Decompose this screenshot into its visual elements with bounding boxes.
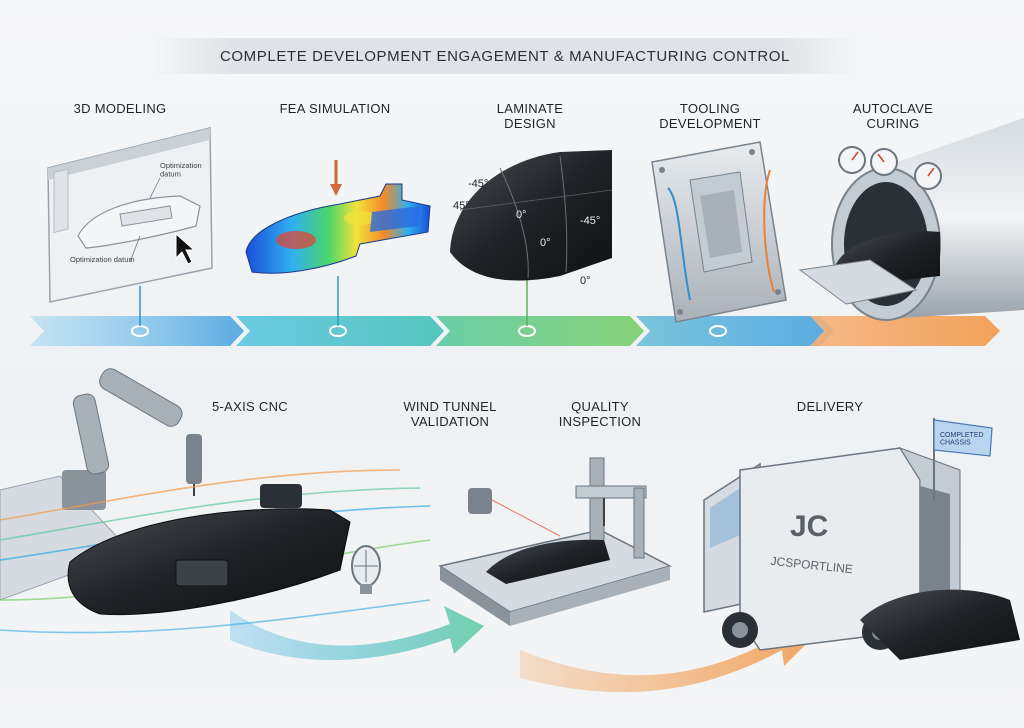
title-banner: COMPLETE DEVELOPMENT ENGAGEMENT & MANUFA… [150,38,860,74]
annotation-optimization-top: Optimization datum [160,161,204,178]
cmm-inspection-machine [438,457,673,626]
step-label-laminate-design: LAMINATE DESIGN [496,101,564,131]
step-label-delivery: DELIVERY [796,399,864,414]
autoclave [798,118,1024,321]
step-label-wind-tunnel: WIND TUNNEL VALIDATION [403,399,497,429]
ply-angle-label: 0° [516,209,527,221]
carbon-nose-cone [450,150,613,281]
annotation-optimization-bottom: Optimization datum [70,255,135,264]
cad-window [47,127,213,303]
step-label-quality-inspection: QUALITY INSPECTION [558,399,642,429]
completed-flag [933,418,993,500]
ply-angle-label: 0° [540,237,551,249]
flag-text: COMPLETED CHASSIS [940,432,986,447]
tooling-mold [651,141,787,323]
step-label-autoclave-curing: AUTOCLAVE CURING [852,101,934,131]
step-label-fea-simulation: FEA SIMULATION [279,101,391,116]
step-label-tooling-development: TOOLING DEVELOPMENT [659,101,761,131]
ply-angle-labels: -45° 45° 0° -45° 0° 0° [453,178,600,287]
flow-arrow-orange [520,620,812,693]
cnc-robot-arm [0,368,202,601]
flow-arrow-blue [230,606,484,661]
step-label-3d-modeling: 3D MODELING [73,101,167,116]
ply-angle-label: 45° [453,200,470,212]
ply-angle-label: -45° [580,215,600,227]
fea-model [245,160,431,274]
milestone-markers [131,272,727,337]
page-title: COMPLETE DEVELOPMENT ENGAGEMENT & MANUFA… [219,47,791,65]
top-process-arrows [30,316,1000,346]
ply-angle-label: -45° [468,178,488,190]
delivery-truck [703,447,1020,660]
step-label-5-axis-cnc: 5-AXIS CNC [212,399,288,414]
ply-angle-label: 0° [580,275,591,287]
truck-logo: JC [790,510,828,543]
cnc-chassis [67,484,351,615]
wind-tunnel-fan [351,545,381,594]
text-line: datum [160,169,181,178]
text-line: CHASSIS [940,440,971,447]
